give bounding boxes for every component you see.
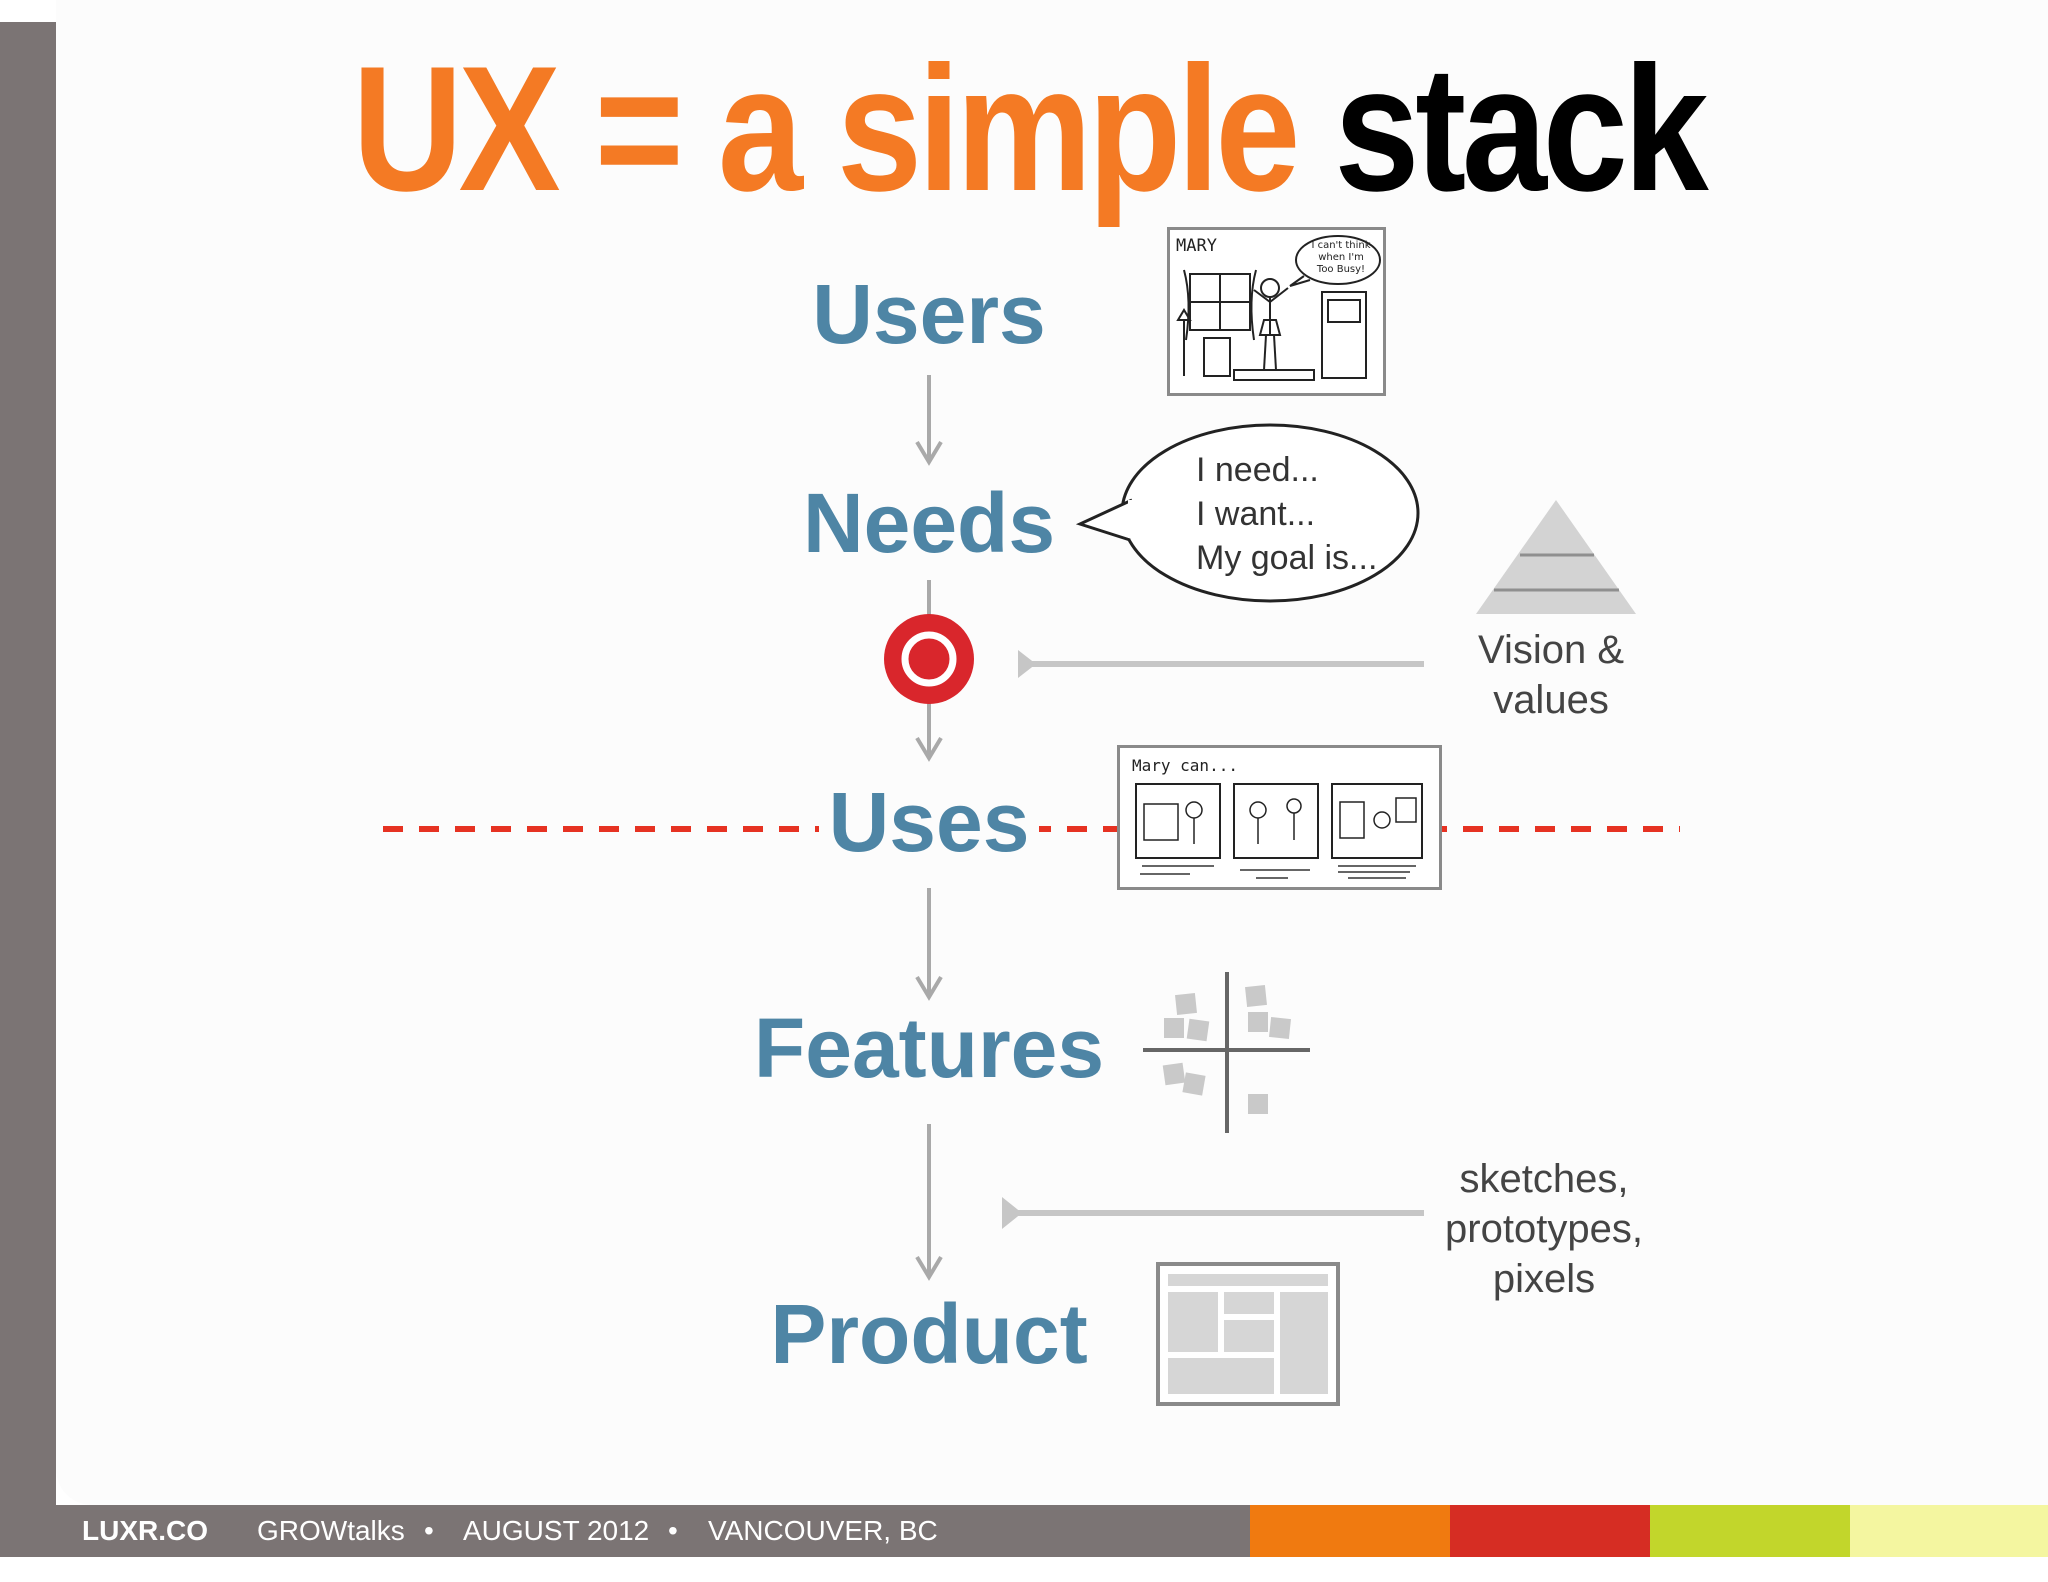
pyramid-icon <box>1476 500 1636 614</box>
vision-line-2: values <box>1493 678 1609 722</box>
bubble-line-need: I need... <box>1196 451 1319 489</box>
footer-stripe-yellow <box>1850 1505 2048 1557</box>
sketch-speech-line-2: when I'm <box>1318 252 1364 263</box>
footer-bullet-1: • <box>424 1515 434 1546</box>
speech-bubble-tail <box>1075 498 1133 542</box>
title-black-part: stack <box>1334 29 1708 228</box>
content-panel <box>56 0 2048 1505</box>
sketch-speech-line-1: I can't think <box>1311 240 1371 251</box>
footer-stripe-orange <box>1250 1505 1450 1557</box>
bubble-line-goal: My goal is... <box>1196 539 1378 577</box>
stack-label-features: Features <box>629 1001 1229 1095</box>
stack-label-uses: Uses <box>629 775 1229 869</box>
sketch-persona-speech: I can't think when I'm Too Busy! <box>1308 240 1374 276</box>
design-line-1: sketches, <box>1459 1157 1629 1201</box>
stack-label-uses-text: Uses <box>818 775 1040 869</box>
footer-location: VANCOUVER, BC <box>708 1515 938 1546</box>
users-persona-sketch: MARY I can't think when I'm Too Bu <box>1167 227 1386 396</box>
footer-event: GROWtalks <box>257 1515 405 1546</box>
stack-label-product-text: Product <box>770 1287 1088 1381</box>
arrowhead-users-needs <box>915 440 943 466</box>
sketch-persona-name: MARY <box>1176 236 1217 256</box>
design-line-2: prototypes, <box>1445 1207 1643 1251</box>
arrowhead-uses-features <box>915 975 943 1001</box>
footer-stripe-red <box>1450 1505 1650 1557</box>
vision-pointer-tip <box>1018 650 1036 678</box>
stack-label-features-text: Features <box>753 1001 1105 1095</box>
sketch-speech-line-3: Too Busy! <box>1316 264 1366 275</box>
stack-label-users: Users <box>629 267 1229 361</box>
product-wireframe-icon <box>1156 1262 1340 1406</box>
vision-values-annotation: Vision & values <box>1426 625 1676 725</box>
affinity-quadrant-icon <box>1143 972 1310 1133</box>
footer-stripe-green <box>1650 1505 1850 1557</box>
stack-label-needs: Needs <box>629 476 1229 570</box>
left-side-bar <box>0 22 56 1557</box>
stack-label-product: Product <box>629 1287 1229 1381</box>
speech-bubble-tail-cover <box>1128 500 1140 538</box>
storyboard-heading: Mary can... <box>1132 756 1238 775</box>
slide-title: UX = a simple stack <box>148 40 1909 218</box>
bottom-white-strip <box>0 1557 2048 1582</box>
speech-bubble-text: I need... I want... My goal is... <box>1196 448 1377 580</box>
uses-storyboard-sketch: Mary can... <box>1117 745 1442 890</box>
storyboard-drawing <box>1135 783 1423 879</box>
footer-bullet-2: • <box>668 1515 678 1546</box>
design-annotation: sketches, prototypes, pixels <box>1400 1154 1688 1304</box>
bubble-line-want: I want... <box>1196 495 1316 533</box>
footer-date: AUGUST 2012 <box>463 1515 650 1546</box>
persona-drawing <box>1176 235 1381 381</box>
target-marker-ring <box>901 631 957 687</box>
target-marker-outer <box>884 614 974 704</box>
design-pointer-tip <box>1002 1197 1022 1229</box>
vision-line-1: Vision & <box>1477 628 1624 672</box>
stack-label-needs-text: Needs <box>802 476 1056 570</box>
design-line-3: pixels <box>1492 1257 1596 1301</box>
stack-label-users-text: Users <box>812 267 1046 361</box>
arrowhead-marker-uses <box>915 736 943 762</box>
footer-brand: LUXR.CO <box>82 1515 208 1546</box>
title-orange-part: UX = a simple <box>352 29 1300 228</box>
arrowhead-features-product <box>915 1255 943 1281</box>
